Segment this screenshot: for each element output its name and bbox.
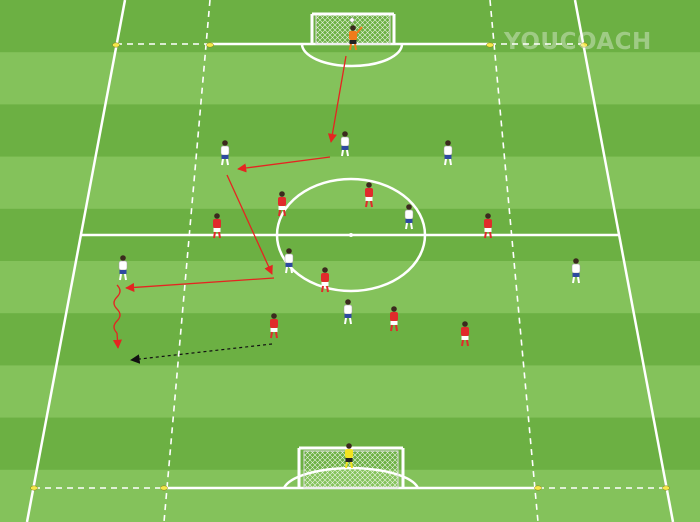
white-player <box>404 204 414 230</box>
pass-arrow <box>226 174 273 275</box>
grass-stripe <box>0 156 700 210</box>
goalkeeper-top <box>349 25 363 51</box>
red-player <box>278 191 286 217</box>
watermark-logo: YOUCOACH <box>503 29 652 55</box>
zone-markers <box>30 42 670 491</box>
ball <box>349 17 355 23</box>
red-team <box>213 182 492 347</box>
white-player <box>343 299 353 325</box>
white-player <box>284 248 294 274</box>
white-player <box>220 140 230 166</box>
red-player <box>484 213 492 239</box>
red-player <box>321 267 329 293</box>
goalkeeper-bottom <box>345 443 353 469</box>
grass-stripe <box>0 52 700 105</box>
grass-stripe <box>0 365 700 419</box>
grass-stripe <box>0 104 700 158</box>
white-team <box>118 131 581 325</box>
red-player <box>213 213 221 239</box>
white-player <box>340 131 350 157</box>
white-player <box>571 258 581 284</box>
red-player <box>270 313 278 339</box>
red-player <box>461 321 469 347</box>
dribble-arrow <box>113 284 121 334</box>
dribble-arrow-head <box>112 332 122 349</box>
pass-arrow <box>125 277 275 292</box>
arrows <box>112 55 347 364</box>
pass-arrow <box>237 156 331 173</box>
red-player <box>390 306 398 332</box>
white-player <box>118 255 128 281</box>
white-player <box>443 140 453 166</box>
center-spot <box>349 233 353 237</box>
red-player <box>365 182 373 208</box>
pass-arrow <box>327 55 347 143</box>
